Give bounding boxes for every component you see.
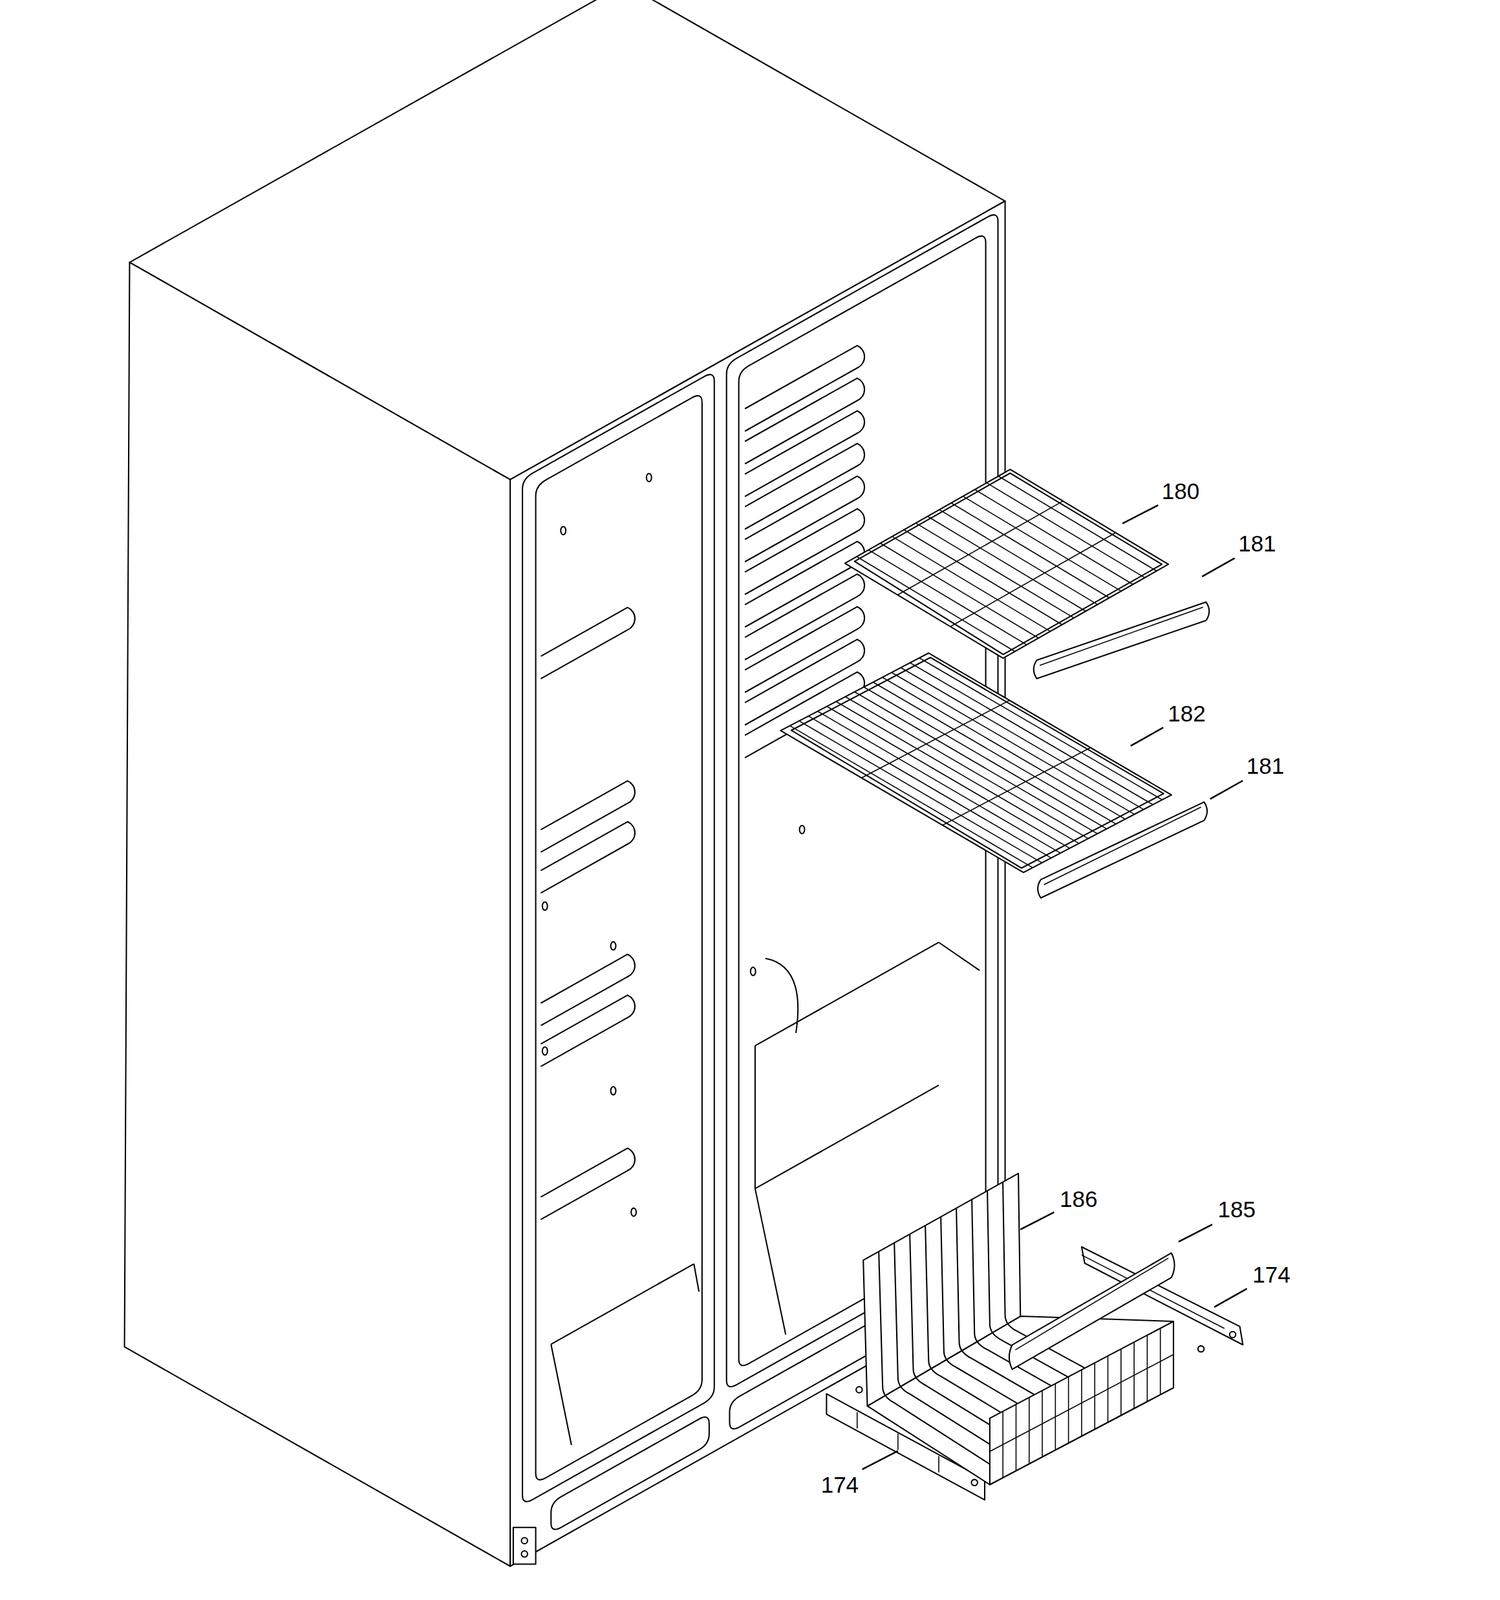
edge-line <box>755 1189 786 1336</box>
shelf-wire <box>962 496 1122 592</box>
rail-rib <box>938 1456 940 1473</box>
shelf-wire <box>998 476 1157 572</box>
edge-line <box>693 1264 699 1292</box>
shelf-support <box>744 443 865 529</box>
drawing <box>124 0 1248 1567</box>
wire-shelf-inner <box>854 473 1162 655</box>
shelf-trim <box>1033 601 1210 679</box>
hole <box>646 473 652 482</box>
leader-line <box>1214 1288 1248 1307</box>
shelf-wire <box>897 501 1063 595</box>
shelf-support <box>744 476 865 562</box>
cabinet-side <box>124 262 511 1567</box>
hole <box>560 526 566 536</box>
shelf-wire <box>892 536 1051 632</box>
shelf-support <box>540 954 635 1026</box>
basket-handle-edge <box>1015 1258 1169 1350</box>
shelf-trim-edge <box>1039 607 1204 666</box>
rail-bolt <box>1229 1331 1236 1338</box>
leader-line <box>1210 781 1244 800</box>
wire-shelf <box>780 653 1171 873</box>
shelf-support <box>540 1148 635 1220</box>
shelf-wire <box>939 509 1098 605</box>
leader-line <box>1122 504 1158 524</box>
wire-shelf <box>845 469 1169 659</box>
shelf-trim <box>1037 802 1208 899</box>
leader-line <box>1201 557 1235 577</box>
shelf-wire <box>950 532 1116 627</box>
shelf-wire <box>854 691 1098 834</box>
callout-number: 181 <box>1246 753 1285 777</box>
shelf-wire <box>903 529 1063 625</box>
leader-line <box>1130 727 1164 746</box>
basket-handle <box>1009 1253 1175 1370</box>
callout-number: 181 <box>1238 531 1276 555</box>
edge-line <box>938 942 980 971</box>
screw <box>1198 1346 1204 1352</box>
rail-bolt <box>971 1479 977 1486</box>
edge-line <box>755 1085 939 1190</box>
shelf-support <box>744 411 865 497</box>
edge-line <box>550 1344 572 1446</box>
detail <box>765 958 799 1034</box>
shelf-support <box>744 541 865 628</box>
callout-number: 180 <box>1161 479 1200 503</box>
shelf-support <box>744 508 865 595</box>
shelf-wire <box>986 482 1146 579</box>
callout-number: 185 <box>1218 1198 1256 1221</box>
shelf-support <box>744 574 865 660</box>
shelf-support <box>540 821 635 893</box>
leader-line <box>1178 1224 1213 1243</box>
fresh-food-frame <box>522 374 715 1502</box>
shelf-support <box>744 345 865 432</box>
callout-number: 182 <box>1167 702 1206 725</box>
leader-line <box>862 1450 899 1469</box>
shelf-wire <box>927 516 1087 612</box>
hole <box>542 901 548 911</box>
fresh-food-liner <box>535 395 703 1480</box>
shelf-wire <box>942 747 1091 825</box>
hinge <box>513 1527 536 1565</box>
rail-rib <box>856 1412 858 1429</box>
hole <box>799 825 805 835</box>
leader-line <box>1020 1212 1054 1230</box>
basket-wire <box>989 1354 1174 1452</box>
shelf-support <box>540 607 635 679</box>
hole <box>610 942 617 951</box>
shelf-wire <box>868 550 1027 646</box>
shelf-wire <box>856 556 1016 652</box>
edge-line <box>754 1046 756 1190</box>
hole <box>610 1086 617 1096</box>
hinge-bolt <box>521 1538 527 1544</box>
callout-number: 174 <box>821 1473 859 1497</box>
wire-shelf-inner <box>791 657 1164 869</box>
rail-rib <box>897 1434 899 1451</box>
shelf-wire <box>861 700 1010 778</box>
edge-line <box>755 942 939 1047</box>
shelf-wire <box>951 503 1110 599</box>
screw <box>856 1386 862 1393</box>
shelf-wire <box>975 489 1134 585</box>
callout-number: 174 <box>1252 1263 1290 1286</box>
hole <box>631 1208 637 1217</box>
grille <box>550 1417 710 1530</box>
shelf-wire <box>880 543 1040 639</box>
callout-number: 186 <box>1059 1187 1098 1211</box>
shelf-wire <box>915 523 1074 619</box>
shelf-support <box>540 995 635 1067</box>
hinge-bolt <box>521 1551 527 1557</box>
shelf-support <box>540 781 635 853</box>
edge-line <box>550 1264 694 1345</box>
shelf-support <box>744 607 865 693</box>
hole <box>750 967 756 976</box>
shelf-support <box>744 378 865 464</box>
hole <box>542 1046 548 1056</box>
shelf-trim-edge <box>1044 807 1202 886</box>
